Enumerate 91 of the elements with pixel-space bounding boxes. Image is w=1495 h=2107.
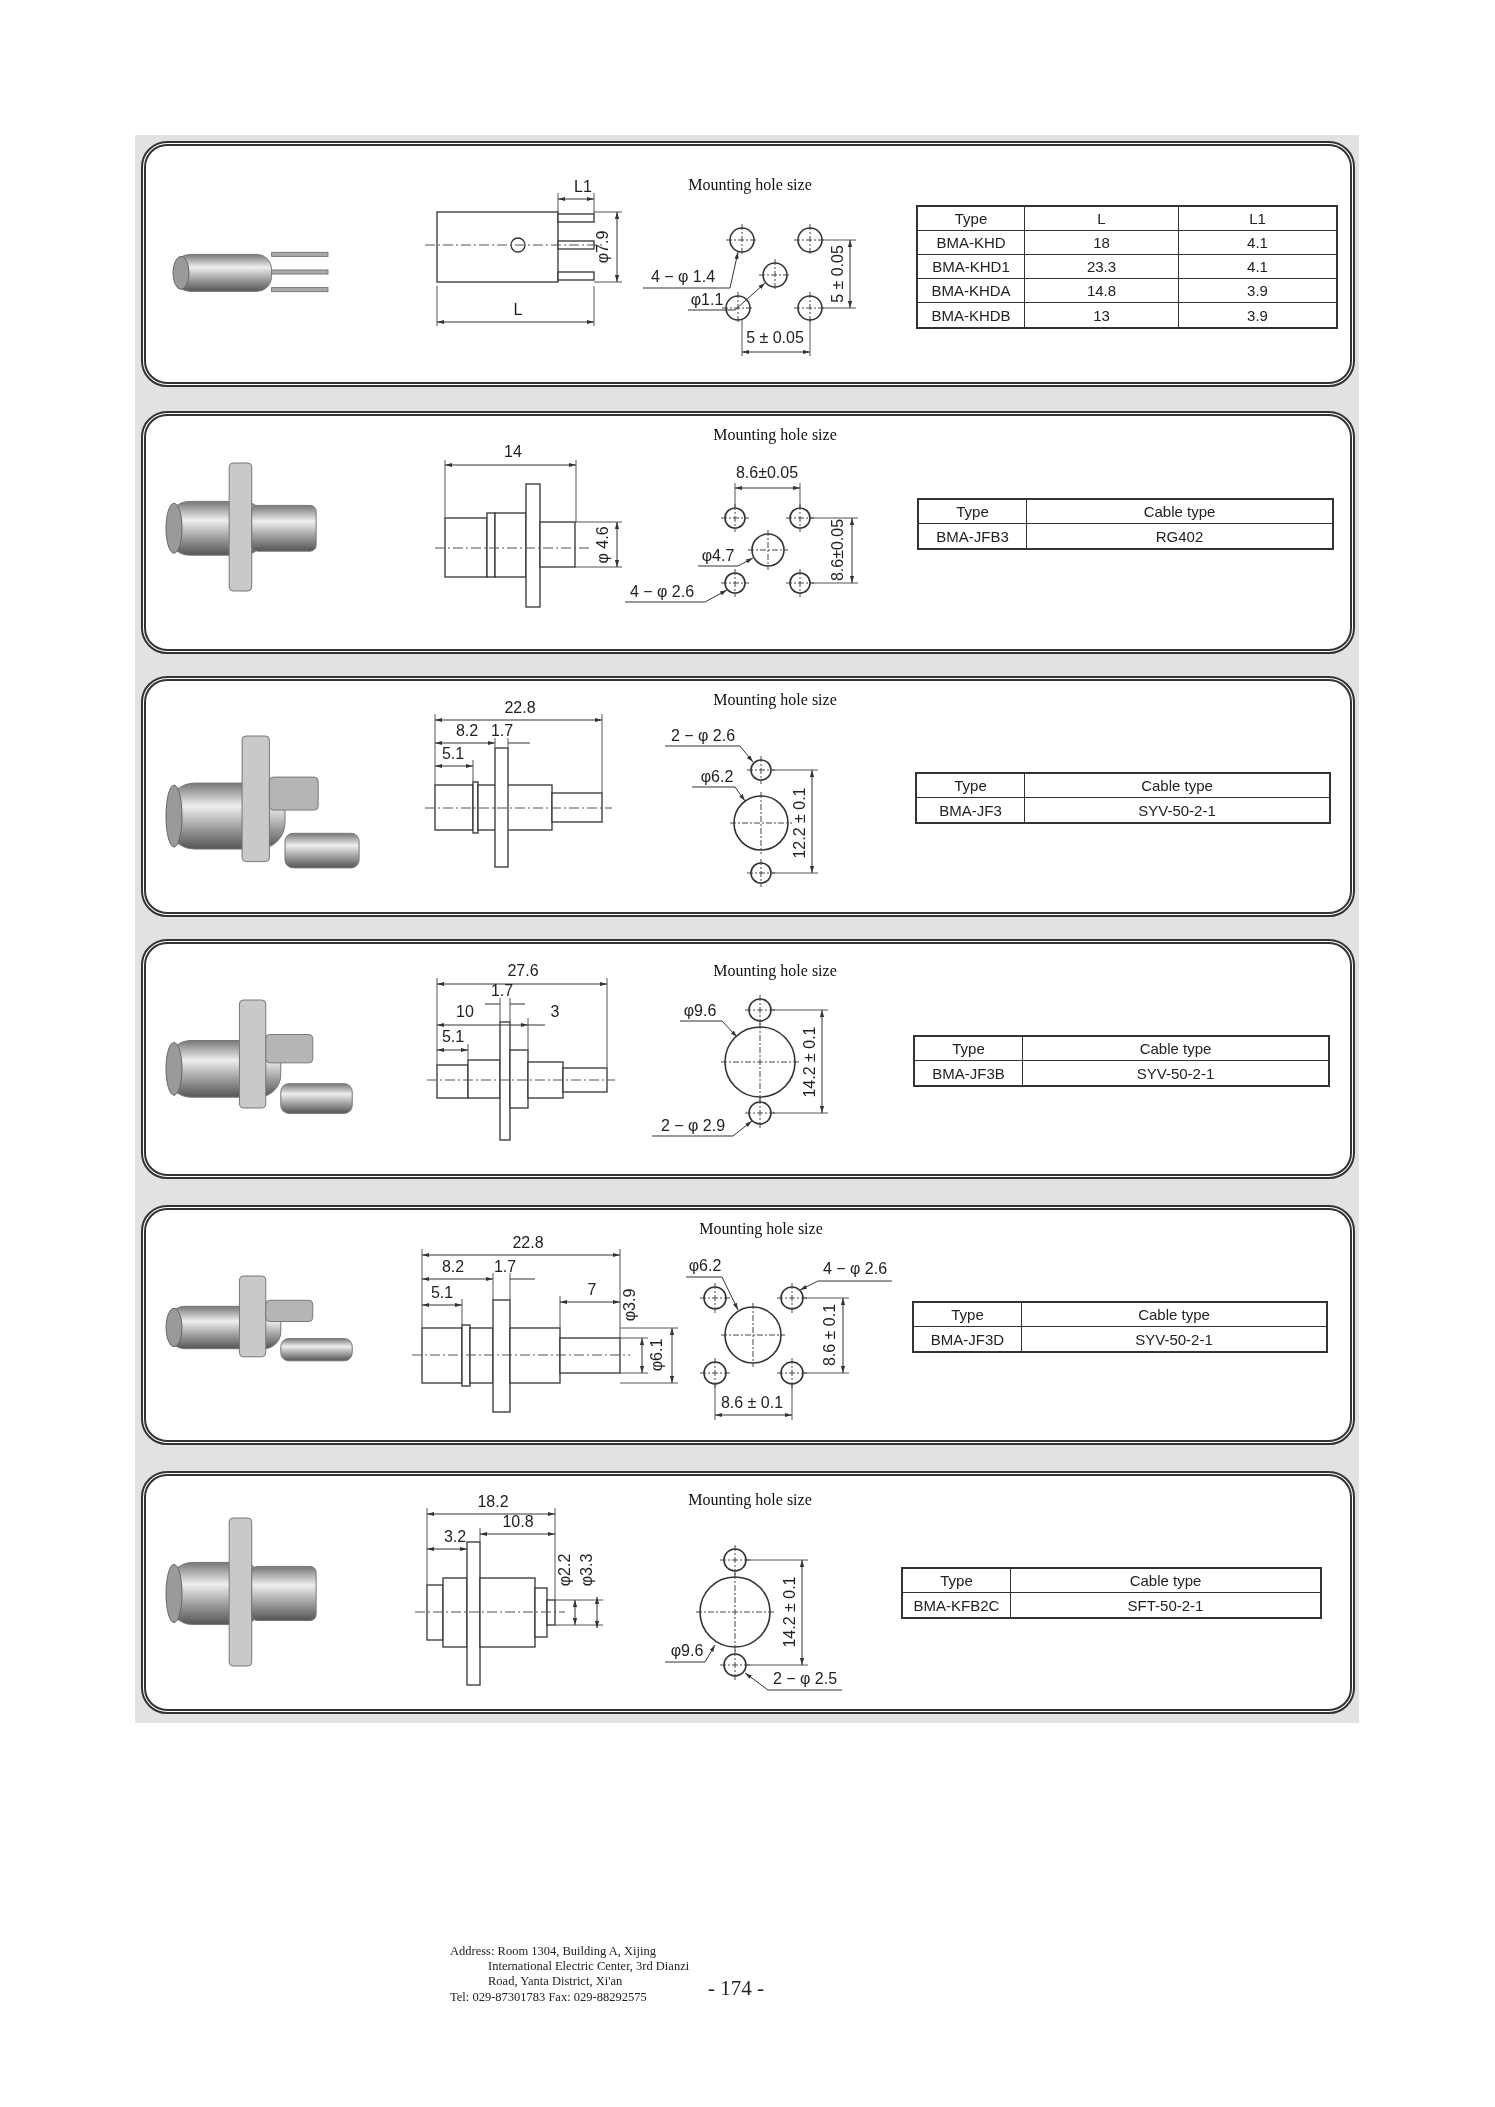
panel-heading: Mounting hole size [713, 691, 837, 709]
table-cell: BMA-JFB3 [919, 524, 1027, 548]
dimension-label: 8.6 ± 0.1 [822, 1303, 838, 1367]
dimension-label: φ3.9 [622, 1288, 638, 1322]
dimension-label: φ4.7 [701, 548, 735, 564]
table-cell-text: SYV-50-2-1 [1137, 800, 1217, 821]
column-header: Cable type [1027, 500, 1332, 524]
column-header: Type [917, 774, 1025, 798]
dimension-label: 3.2 [443, 1529, 467, 1545]
table-cell: 4.1 [1179, 231, 1336, 255]
dimension-label: 14 [504, 444, 522, 460]
table-cell: BMA-KHDA [918, 279, 1025, 303]
dimension-label: φ1.1 [690, 292, 724, 308]
table-cell-text: RG402 [1154, 526, 1205, 547]
dimension-label: φ 4.6 [595, 526, 611, 564]
panel-heading: Mounting hole size [688, 176, 812, 194]
dimension-label: 3 [550, 1004, 560, 1020]
dimension-label: φ3.3 [579, 1553, 595, 1587]
dimension-label: 14.2 ± 0.1 [782, 1576, 798, 1648]
dimension-label: 4 − φ 1.4 [650, 269, 716, 285]
dimension-label: 1.7 [490, 983, 514, 999]
column-header: Cable type [1025, 774, 1329, 798]
dimension-label: 14.2 ± 0.1 [802, 1026, 818, 1098]
panel-heading: Mounting hole size [699, 1220, 823, 1238]
dimension-label: 8.6±0.05 [830, 518, 846, 582]
column-header: Type [915, 1037, 1023, 1061]
column-header: Cable type [1023, 1037, 1328, 1061]
panel-heading: Mounting hole size [713, 426, 837, 444]
dimension-label: L1 [574, 179, 592, 195]
dimension-label: 7 [587, 1282, 597, 1298]
dimension-label: 4 − φ 2.6 [629, 584, 695, 600]
dimension-label: φ7.9 [595, 230, 611, 264]
contact-text: Address: Room 1304, Building A, Xijing International Electric Center, 3rd Dianzi Road, Yanta District, Xi'an [450, 1944, 691, 1989]
table-cell: BMA-KHD [918, 231, 1025, 255]
dimension-label: 10 [456, 1004, 474, 1020]
table-cell: BMA-KHDB [918, 303, 1025, 327]
table-cell-text: SYV-50-2-1 [1134, 1329, 1214, 1350]
panel-heading: Mounting hole size [713, 962, 837, 980]
dimension-label: 2 − φ 2.6 [670, 728, 736, 744]
dimension-label: φ9.6 [683, 1003, 717, 1019]
dimension-label: φ6.1 [649, 1338, 665, 1372]
table-cell: BMA-KFB2C [903, 1593, 1011, 1617]
table-cell: 18 [1025, 231, 1179, 255]
dimension-label: φ9.6 [670, 1643, 704, 1659]
dimension-label: 22.8 [504, 700, 536, 716]
table-cell-text: SYV-50-2-1 [1135, 1063, 1216, 1084]
dimension-label: φ6.2 [700, 769, 734, 785]
dimension-label: φ2.2 [557, 1553, 573, 1587]
table-cell: BMA-JF3 [917, 798, 1025, 822]
dimension-label: 18.2 [477, 1494, 509, 1510]
dimension-label: 8.2 [455, 723, 479, 739]
dimension-label: 12.2 ± 0.1 [792, 787, 808, 859]
table-cell: 13 [1025, 303, 1179, 327]
dimension-label: L [513, 302, 523, 318]
column-header: L [1025, 207, 1179, 231]
dimension-label: φ6.2 [688, 1258, 722, 1274]
dimension-label: 4 − φ 2.6 [822, 1261, 888, 1277]
table-cell: 4.1 [1179, 255, 1336, 279]
dimension-label: 8.2 [441, 1259, 465, 1275]
dimension-label: 8.6 ± 0.1 [720, 1395, 784, 1411]
page-number: - 174 - [708, 1975, 764, 2001]
column-header: Type [914, 1303, 1022, 1327]
dimension-label: 5 ± 0.05 [830, 245, 846, 303]
column-header: Cable type [1011, 1569, 1320, 1593]
table-cell-text: 3.9 [1246, 305, 1269, 326]
table-cell: BMA-JF3B [915, 1061, 1023, 1085]
table-cell-text: SFT-50-2-1 [1126, 1595, 1205, 1616]
table-cell: 23.3 [1025, 255, 1179, 279]
dimension-label: 5.1 [441, 746, 465, 762]
contact-text: Tel: 029-87301783 Fax: 029-88292575 [450, 1990, 648, 2005]
panel-heading: Mounting hole size [688, 1491, 812, 1509]
column-header: Cable type [1022, 1303, 1326, 1327]
dimension-label: 22.8 [512, 1235, 544, 1251]
dimension-label: 8.6±0.05 [735, 465, 799, 481]
table-cell: BMA-JF3D [914, 1327, 1022, 1351]
dimension-label: 2 − φ 2.5 [772, 1671, 838, 1687]
dimension-label: 27.6 [507, 963, 539, 979]
table-cell: BMA-KHD1 [918, 255, 1025, 279]
column-header: Type [903, 1569, 1011, 1593]
dimension-label: 1.7 [493, 1259, 517, 1275]
dimension-label: 5 ± 0.05 [746, 330, 804, 346]
dimension-label: 5.1 [441, 1029, 465, 1045]
column-header: L1 [1179, 207, 1336, 231]
table-cell: 14.8 [1025, 279, 1179, 303]
dimension-label: 5.1 [430, 1285, 454, 1301]
dimension-label: 2 − φ 2.9 [660, 1118, 726, 1134]
column-header: Type [919, 500, 1027, 524]
dimension-label: 1.7 [490, 723, 514, 739]
table-cell: 3.9 [1179, 279, 1336, 303]
dimension-label: 10.8 [502, 1514, 534, 1530]
column-header: Type [918, 207, 1025, 231]
